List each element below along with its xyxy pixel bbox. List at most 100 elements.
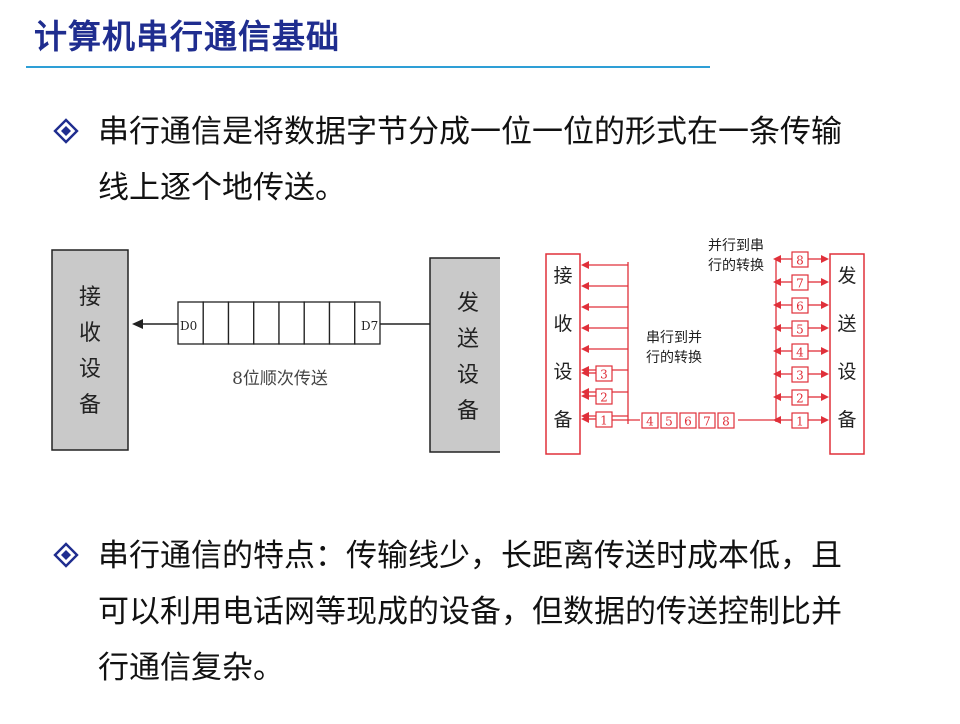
sender-bit-box-label: 1: [796, 415, 804, 429]
sender-char: 发: [457, 291, 479, 316]
sender-bit-box-label: 2: [796, 392, 804, 406]
line-bit-box: [660, 412, 678, 429]
s2p-label-line-2: 行的转换: [646, 349, 702, 366]
sender-device-box: [829, 253, 865, 455]
arrow-left-icon: [821, 370, 829, 378]
sender-bit-box-label: 7: [796, 277, 804, 291]
receiver-char: 收: [79, 321, 101, 346]
arrow-left-icon: [132, 319, 143, 329]
arrow-left-icon: [581, 392, 589, 400]
receiver-char: 接: [79, 285, 101, 310]
arrow-left-icon: [773, 347, 781, 355]
arrow-left-icon: [581, 415, 589, 423]
sender-char: 设: [457, 363, 479, 388]
s2p-label-line-1: 串行到并: [646, 330, 702, 346]
arrow-left-icon: [773, 416, 781, 424]
line-bit-box-label: 7: [703, 415, 711, 429]
sender-char: 发: [837, 265, 856, 287]
para2-line-3: 行通信复杂。: [98, 650, 284, 686]
sender-char: 备: [837, 409, 856, 431]
line-bit-box-label: 4: [646, 415, 654, 429]
arrow-left-icon: [581, 261, 589, 269]
arrow-left-icon: [773, 370, 781, 378]
sender-char: 设: [837, 361, 856, 383]
line-bit-box: [679, 412, 697, 429]
line-bit-box: [698, 412, 716, 429]
arrow-left-icon: [821, 416, 829, 424]
sender-bit-box-label: 3: [796, 369, 804, 383]
page-title: 计算机串行通信基础: [34, 17, 340, 56]
line-bit-box-label: 8: [722, 415, 730, 429]
bit-cell: [177, 301, 204, 345]
sender-char: 送: [837, 313, 856, 335]
bullet-paragraph-2: 串行通信的特点：传输线少，长距离传送时成本低，且 可以利用电话网等现成的设备，但…: [52, 528, 932, 696]
p2s-label-line-2: 行的转换: [708, 257, 764, 274]
arrow-left-icon: [581, 324, 589, 332]
line-bit-box-label: 6: [684, 415, 692, 429]
para1-line-2: 线上逐个地传送。: [98, 170, 346, 206]
receiver-char: 接: [553, 265, 572, 287]
line-bit-box: [641, 412, 659, 429]
receiver-bit-box: [595, 365, 613, 382]
sender-bit-box-label: 4: [796, 346, 804, 360]
receiver-bit-box-label: 2: [600, 391, 608, 405]
receiver-char: 收: [553, 313, 572, 335]
p2s-label-line-1: 并行到串: [708, 238, 764, 254]
para2-line-2: 可以利用电话网等现成的设备，但数据的传送控制比并: [98, 594, 842, 630]
sender-char: 备: [457, 399, 479, 424]
bit-cell: [202, 301, 230, 345]
receiver-char: 备: [79, 393, 101, 418]
receiver-char: 备: [553, 409, 572, 431]
receiver-device-box: [545, 253, 581, 455]
receiver-device-box: [51, 249, 129, 451]
receiver-char: 设: [79, 357, 101, 382]
arrow-left-icon: [581, 282, 589, 290]
diamond-bullet-icon: [53, 542, 79, 568]
para2-line-1: 串行通信的特点：传输线少，长距离传送时成本低，且: [98, 538, 842, 574]
bit-cell: [303, 301, 331, 345]
figure-caption: 8位顺次传送: [232, 369, 328, 389]
receiver-char: 设: [553, 361, 572, 383]
arrow-left-icon: [821, 255, 829, 263]
arrow-left-icon: [773, 301, 781, 309]
bit-register: [177, 301, 381, 345]
diamond-bullet-icon: [53, 118, 79, 144]
first-bit-label: D0: [180, 319, 197, 333]
arrow-left-icon: [821, 278, 829, 286]
title-underline: [26, 66, 710, 68]
arrow-left-icon: [773, 255, 781, 263]
bullet-paragraph-1: 串行通信是将数据字节分成一位一位的形式在一条传输 线上逐个地传送。: [52, 104, 932, 216]
receiver-bit-box: [595, 388, 613, 405]
arrow-left-icon: [581, 303, 589, 311]
sender-bit-box-label: 6: [796, 300, 804, 314]
sender-bit-box-label: 5: [796, 323, 804, 337]
arrow-left-icon: [581, 345, 589, 353]
arrow-left-icon: [581, 369, 589, 377]
bit-cell: [328, 301, 356, 345]
sender-bit-box-label: 8: [796, 254, 804, 268]
receiver-bit-box-label: 1: [600, 414, 608, 428]
sender-char: 送: [457, 327, 479, 352]
last-bit-label: D7: [361, 319, 378, 333]
bit-cell: [354, 301, 381, 345]
arrow-left-icon: [773, 278, 781, 286]
line-bit-box-label: 5: [665, 415, 673, 429]
arrow-left-icon: [773, 393, 781, 401]
arrow-left-icon: [821, 347, 829, 355]
arrow-left-icon: [821, 324, 829, 332]
para1-line-1: 串行通信是将数据字节分成一位一位的形式在一条传输: [98, 114, 842, 150]
sender-device-box: [429, 257, 500, 453]
arrow-left-icon: [773, 324, 781, 332]
arrow-left-icon: [821, 301, 829, 309]
bit-cell: [227, 301, 255, 345]
receiver-bit-box-label: 3: [600, 368, 608, 382]
bit-cell: [253, 301, 280, 345]
arrow-left-icon: [821, 393, 829, 401]
bit-cell: [278, 301, 305, 345]
line-bit-box: [717, 412, 735, 429]
